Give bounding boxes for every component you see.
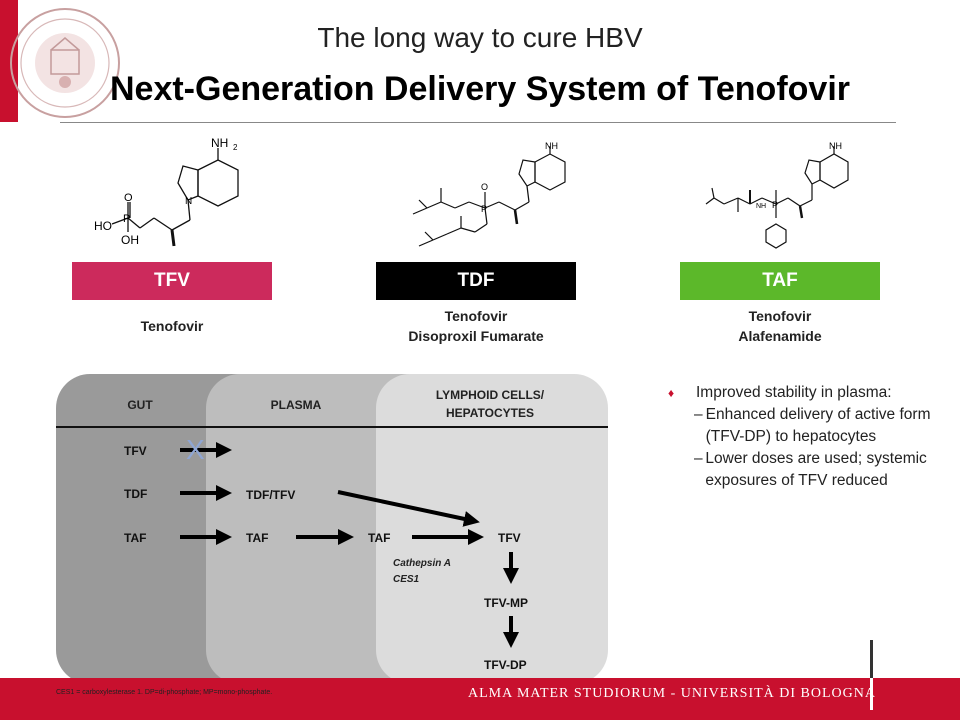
- dash-bullet-icon: –: [694, 406, 703, 423]
- tfv-mp-label: TFV-MP: [484, 596, 528, 610]
- taf-p-label: P: [772, 200, 778, 210]
- tdf-o-label: O: [481, 182, 488, 192]
- tfv-name-line1: Tenofovir: [140, 318, 204, 334]
- bullet-sub-2: – Lower doses are used; systemic exposur…: [694, 448, 938, 492]
- taf-name-line1: Tenofovir: [748, 308, 812, 324]
- taf-name-line2: Alafenamide: [738, 328, 822, 344]
- bullet-sub-1: – Enhanced delivery of active form (TFV-…: [694, 404, 938, 448]
- tfv-oh-label: OH: [121, 233, 139, 247]
- tdf-nh2-label: NH: [545, 141, 558, 151]
- taf-nh-label: NH: [756, 203, 766, 210]
- plasma-header: PLASMA: [270, 398, 322, 412]
- tfv-dp-label: TFV-DP: [484, 658, 527, 672]
- slide-subtitle: The long way to cure HBV: [317, 22, 643, 53]
- taf-nh2-label: NH: [829, 141, 842, 151]
- lymphoid-header: LYMPHOID CELLS/ HEPATOCYTES: [390, 386, 590, 422]
- footer-separator-dark: [870, 640, 873, 680]
- footnote: CES1 = carboxylesterase 1. DP=di-phospha…: [56, 689, 273, 696]
- lymph-tfv-label: TFV: [498, 531, 521, 545]
- header-divider: [60, 122, 896, 123]
- university-seal-logo: [10, 8, 120, 118]
- plasma-tdf-tfv-label: TDF/TFV: [246, 488, 296, 502]
- enzyme-ces1: CES1: [393, 574, 420, 585]
- lymphoid-header-line2: HEPATOCYTES: [445, 406, 534, 420]
- tdf-p-label: P: [481, 204, 487, 214]
- tfv-p-label: P: [123, 213, 130, 225]
- diamond-bullet-icon: ♦: [668, 386, 675, 400]
- gut-tfv-label: TFV: [124, 444, 147, 458]
- bullet-sub-1-text: Enhanced delivery of active form (TFV-DP…: [705, 406, 931, 445]
- footer-bar: [0, 678, 960, 720]
- tfv-full-name: Tenofovir: [72, 316, 272, 336]
- tdf-name-line1: Tenofovir: [444, 308, 508, 324]
- tdf-structure: NH P O: [412, 141, 566, 247]
- taf-label-box: TAF: [680, 262, 880, 300]
- lymphoid-panel: [376, 374, 608, 684]
- tdf-name-line2: Disoproxil Fumarate: [408, 328, 544, 344]
- footer-separator-light: [870, 678, 873, 710]
- gut-header: GUT: [127, 398, 153, 412]
- gut-taf-label: TAF: [124, 531, 147, 545]
- university-name: ALMA MATER STUDIORUM - UNIVERSITÀ DI BOL…: [468, 686, 876, 701]
- tfv-ho-label: HO: [94, 219, 112, 233]
- tfv-nh2-subscript: 2: [233, 143, 238, 152]
- blocked-x-icon: X: [186, 434, 205, 465]
- brand-strip: [0, 0, 18, 122]
- bullet-main-text: Improved stability in plasma:: [696, 384, 892, 401]
- taf-structure: NH P NH: [705, 141, 849, 249]
- gut-tdf-label: TDF: [124, 487, 148, 501]
- tfv-n-label: N: [185, 196, 192, 207]
- bullet-sub-2-text: Lower doses are used; systemic exposures…: [705, 450, 927, 489]
- bullet-main: ♦ Improved stability in plasma:: [668, 382, 938, 404]
- enzyme-label: Cathepsin A CES1: [393, 556, 451, 588]
- plasma-taf-label: TAF: [246, 531, 269, 545]
- compartment-divider: [56, 426, 608, 428]
- tfv-structure: NH 2 HO OH P O N: [94, 138, 239, 247]
- bullet-list: ♦ Improved stability in plasma: – Enhanc…: [668, 382, 938, 492]
- lymphoid-header-line1: LYMPHOID CELLS/: [435, 388, 545, 402]
- tfv-o-label: O: [124, 192, 133, 204]
- enzyme-cathepsin: Cathepsin A: [393, 558, 451, 569]
- tfv-nh2-label: NH: [211, 138, 228, 150]
- taf-full-name: Tenofovir Alafenamide: [680, 306, 880, 346]
- tfv-label-box: TFV: [72, 262, 272, 300]
- dash-bullet-icon: –: [694, 450, 703, 467]
- slide-title: Next-Generation Delivery System of Tenof…: [109, 70, 850, 108]
- tdf-full-name: Tenofovir Disoproxil Fumarate: [376, 306, 576, 346]
- lymph-taf-label: TAF: [368, 531, 391, 545]
- tdf-label-box: TDF: [376, 262, 576, 300]
